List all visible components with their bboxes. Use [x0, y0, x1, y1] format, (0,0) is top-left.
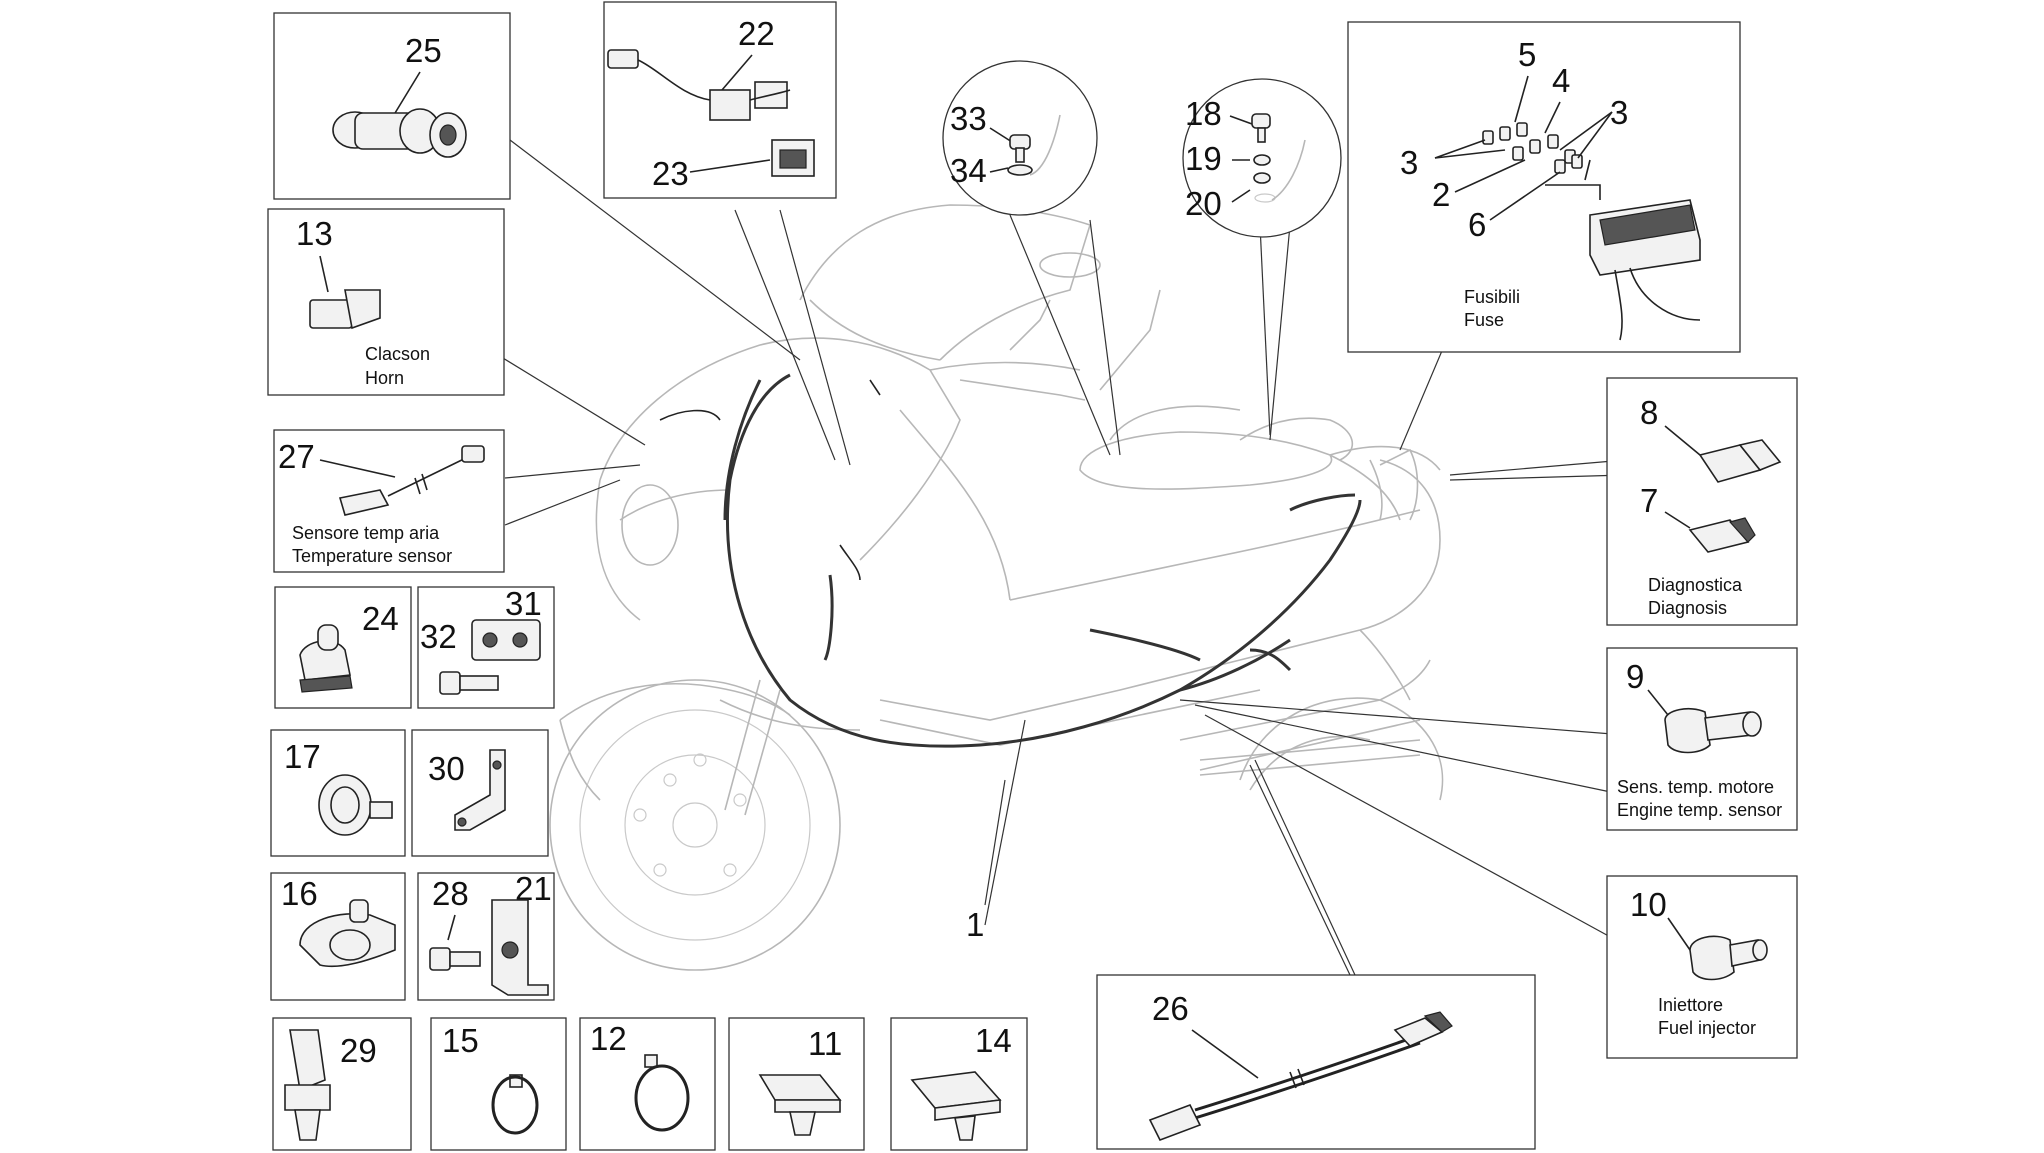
leader-lines: [497, 139, 1626, 976]
part-box-26: 26: [1096, 974, 1536, 1150]
part-number-3a: 3: [1400, 144, 1418, 181]
part-box-31-32: 31 32: [417, 585, 555, 709]
part-number-34: 34: [950, 152, 987, 189]
relay-part-icon: [607, 49, 815, 177]
part-box-30: 30: [411, 729, 549, 857]
holder-11-icon: [758, 1074, 842, 1136]
socket-part-icon: [332, 108, 467, 158]
part-number-25: 25: [405, 32, 442, 69]
bolt-part-icon: [439, 671, 499, 695]
part-number-1: 1: [966, 906, 984, 943]
part-box-24: 24: [274, 586, 412, 709]
fuse-icons: [1482, 122, 1583, 174]
cable-clamp-icon: [318, 774, 393, 836]
part-box-10-injector: 10 Iniettore Fuel injector: [1606, 875, 1798, 1059]
part-number-9: 9: [1626, 658, 1644, 695]
part-box-9-engine-temp: 9 Sens. temp. motore Engine temp. sensor: [1606, 647, 1798, 831]
part-number-8: 8: [1640, 394, 1658, 431]
main-wiring-harness: [659, 373, 1362, 748]
part-box-8-7-diagnosis: 8 7 Diagnostica Diagnosis: [1606, 377, 1798, 626]
part-box-12: 12: [579, 1017, 716, 1151]
engine-temp-label-it: Sens. temp. motore: [1617, 777, 1774, 797]
part-number-27: 27: [278, 438, 315, 475]
part-number-6: 6: [1468, 206, 1486, 243]
extension-cable-icon: [1148, 1011, 1453, 1142]
injector-label-en: Fuel injector: [1658, 1018, 1756, 1038]
part-number-18: 18: [1185, 95, 1222, 132]
harness-callout-1: 1: [966, 779, 1006, 943]
part-box-fuse: 5 4 3 3 2 6: [1347, 21, 1741, 353]
part-box-22-23: 22 23: [603, 1, 837, 199]
part-box-11: 11: [728, 1017, 865, 1151]
part-box-25: 25: [273, 12, 511, 200]
part-box-28-21: 28 21: [417, 870, 555, 1001]
part-number-22: 22: [738, 15, 775, 52]
part-number-30: 30: [428, 750, 465, 787]
injector-label-it: Iniettore: [1658, 995, 1723, 1015]
part-number-20: 20: [1185, 185, 1222, 222]
wire-clip-icon: [284, 1029, 331, 1141]
part-box-15: 15: [430, 1017, 567, 1151]
diagnosis-label-it: Diagnostica: [1648, 575, 1743, 595]
part-number-7: 7: [1640, 482, 1658, 519]
air-temp-sensor-icon: [338, 445, 485, 516]
connector-8-icon: [1698, 439, 1782, 483]
part-number-26: 26: [1152, 990, 1189, 1027]
saddle-clamp-icon: [299, 899, 396, 968]
part-number-23: 23: [652, 155, 689, 192]
scooter-outline: [549, 204, 1444, 971]
bracket-21-icon: [491, 899, 549, 996]
part-box-14: 14: [890, 1017, 1028, 1151]
bolt-28-icon: [429, 947, 481, 971]
horn-label-en: Horn: [365, 368, 404, 388]
horn-part-icon: [309, 289, 381, 330]
part-number-2: 2: [1432, 176, 1450, 213]
bracket-plate-icon: [471, 619, 541, 661]
part-number-33: 33: [950, 100, 987, 137]
part-number-13: 13: [296, 215, 333, 252]
cable-tie-15-icon: [491, 1074, 539, 1135]
part-number-29: 29: [340, 1032, 377, 1069]
detail-circle-18-19-20: 18 19 20: [1182, 78, 1342, 238]
part-number-3b: 3: [1610, 94, 1628, 131]
l-bracket-icon: [454, 749, 506, 831]
air-temp-label-en: Temperature sensor: [292, 546, 452, 566]
part-number-11: 11: [808, 1025, 842, 1062]
part-number-31: 31: [505, 585, 542, 622]
diagnosis-label-en: Diagnosis: [1648, 598, 1727, 618]
fuse-label-it: Fusibili: [1464, 287, 1520, 307]
part-number-17: 17: [284, 738, 321, 775]
holder-14-icon: [910, 1071, 1002, 1141]
part-number-28: 28: [432, 875, 469, 912]
connector-7-icon: [1688, 517, 1756, 553]
part-number-5: 5: [1518, 36, 1536, 73]
cable-tie-12-icon: [634, 1054, 690, 1132]
part-number-14: 14: [975, 1022, 1012, 1059]
part-box-13-horn: 13 Clacson Horn: [267, 208, 505, 396]
part-box-27-air-temp: 27 Sensore temp aria Temperature sensor: [273, 429, 505, 573]
part-number-19: 19: [1185, 140, 1222, 177]
part-number-4: 4: [1552, 62, 1570, 99]
engine-temp-sensor-icon: [1664, 708, 1762, 754]
clip-part-icon: [299, 624, 353, 693]
fuse-label-en: Fuse: [1464, 310, 1504, 330]
air-temp-label-it: Sensore temp aria: [292, 523, 440, 543]
fuse-box-icon: [1545, 159, 1701, 341]
engine-temp-label-en: Engine temp. sensor: [1617, 800, 1782, 820]
horn-label-it: Clacson: [365, 344, 430, 364]
part-box-17: 17: [270, 729, 406, 857]
part-number-24: 24: [362, 600, 399, 637]
part-number-16: 16: [281, 875, 318, 912]
part-box-29: 29: [272, 1017, 412, 1151]
part-box-16: 16: [270, 872, 406, 1001]
detail-circle-33-34: 33 34: [942, 60, 1098, 216]
part-number-32: 32: [420, 618, 457, 655]
injector-connector-icon: [1689, 935, 1768, 981]
part-number-15: 15: [442, 1022, 479, 1059]
part-number-10: 10: [1630, 886, 1667, 923]
part-number-12: 12: [590, 1020, 627, 1057]
